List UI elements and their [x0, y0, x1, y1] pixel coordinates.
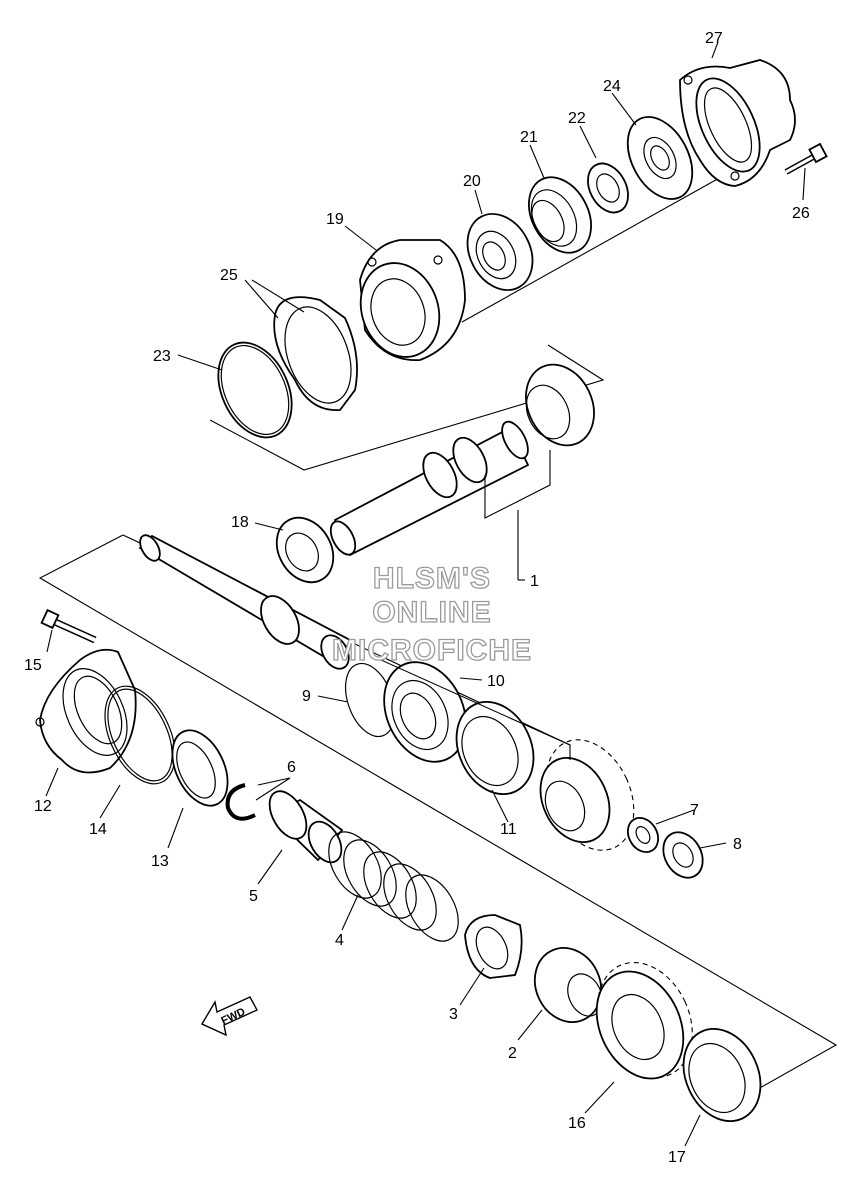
callout-10: 10 [487, 673, 505, 690]
callout-13: 13 [151, 853, 169, 870]
upper-group-frame [209, 171, 731, 471]
part-14-o-ring [104, 685, 176, 785]
part-21-roller-bearing [528, 176, 592, 254]
callout-26: 26 [792, 205, 810, 222]
part-23-o-ring [217, 341, 293, 439]
part-2-gear [533, 947, 603, 1023]
callout-19: 19 [326, 211, 344, 228]
part-26-bolt [784, 142, 828, 175]
part-4-spring [328, 831, 459, 942]
part-8-nut [662, 831, 704, 879]
callout-5: 5 [249, 888, 258, 905]
callout-labels: 1 2 3 4 5 6 7 8 9 10 11 12 13 14 15 16 1… [24, 30, 810, 1166]
part-11-roller-bearing [455, 701, 535, 795]
part-1-pinion-gear-upper [525, 363, 595, 447]
callout-7: 7 [690, 802, 699, 819]
callout-27: 27 [705, 30, 723, 47]
part-5-collar [268, 790, 344, 864]
leader-lines [45, 41, 806, 1147]
callout-17: 17 [668, 1149, 686, 1166]
part-6-circlip [225, 783, 256, 821]
part-10-ball-bearing [383, 661, 467, 763]
callout-23: 23 [153, 348, 171, 365]
part-17-bearing [682, 1028, 762, 1122]
callout-11: 11 [500, 821, 517, 838]
watermark-line-1: HLSM'S [373, 562, 491, 595]
part-3-clutch-dog [464, 914, 523, 979]
callout-16: 16 [568, 1115, 586, 1132]
callout-8: 8 [733, 836, 742, 853]
part-18-bearing [275, 516, 335, 584]
callout-1: 1 [530, 573, 539, 590]
watermark-line-3: MICROFICHE [332, 634, 532, 667]
callout-9: 9 [302, 688, 311, 705]
callout-6: 6 [287, 759, 296, 776]
callout-24: 24 [603, 78, 621, 95]
watermark: HLSM'S ONLINE MICROFICHE [331, 561, 532, 667]
part-1-pinion-gear-lower [539, 739, 635, 851]
part-22-nut [587, 162, 629, 214]
part-19-housing [359, 239, 466, 361]
part-13-bearing-race [171, 729, 229, 807]
part-16-ring-gear [595, 961, 693, 1080]
callout-15: 15 [24, 657, 42, 674]
part-12-cover [35, 648, 137, 774]
callout-3: 3 [449, 1006, 458, 1023]
callout-4: 4 [335, 932, 344, 949]
part-1-shaft-upper [329, 420, 530, 557]
callout-21: 21 [520, 129, 538, 146]
callout-14: 14 [89, 821, 107, 838]
part-27-bearing-housing [679, 59, 796, 187]
callout-20: 20 [463, 173, 481, 190]
callout-18: 18 [231, 514, 249, 531]
part-24-oil-seal [626, 116, 694, 200]
callout-22: 22 [568, 110, 586, 127]
watermark-line-2: ONLINE [372, 596, 491, 629]
part-15-bolt [40, 608, 97, 644]
part-20-ball-bearing [466, 213, 534, 291]
callout-12: 12 [34, 798, 52, 815]
callout-25: 25 [220, 267, 238, 284]
callout-2: 2 [508, 1045, 517, 1062]
part-7-lock-washer [627, 817, 659, 853]
part-lower-shaft [138, 534, 352, 670]
part-25-shim [273, 296, 358, 411]
fwd-arrow-icon: FWD [201, 996, 258, 1037]
